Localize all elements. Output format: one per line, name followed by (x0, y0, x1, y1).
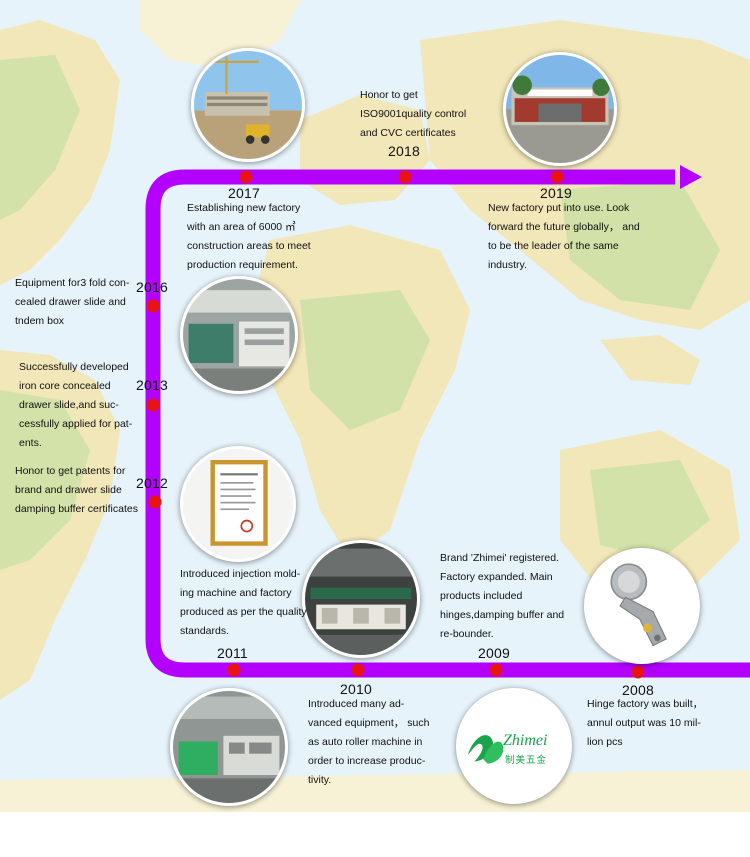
dot-2017 (239, 170, 253, 184)
desc-2010-line: order to increase produc- (308, 755, 426, 767)
desc-2017: Establishing new factory with an area of… (187, 199, 357, 275)
year-2008: 2008 (622, 682, 654, 698)
desc-2012-line: brand and drawer slide (15, 484, 122, 496)
desc-2013-line: drawer slide,and suc- (19, 399, 119, 411)
desc-2011-line: produced as per the quality (180, 606, 307, 618)
desc-2018: Honor to get ISO9001quality control and … (360, 86, 510, 143)
zhimei-logo-chinese: 制美五金 (505, 755, 548, 766)
desc-2019: New factory put into use. Look forward t… (488, 199, 688, 275)
roller-machine-photo (302, 540, 420, 658)
desc-2013-line: ents. (19, 437, 42, 449)
desc-2017-line: production requirement. (187, 259, 298, 271)
desc-2017-line: construction areas to meet (187, 240, 311, 252)
desc-2011-line: standards. (180, 625, 230, 637)
desc-2013-line: cessfully applied for pat- (19, 418, 133, 430)
desc-2019-line: industry. (488, 259, 527, 271)
year-2012: 2012 (136, 475, 168, 491)
year-2019: 2019 (540, 185, 572, 201)
desc-2011-line: Introduced injection mold- (180, 568, 301, 580)
desc-2008-line: lion pcs (587, 736, 623, 748)
dot-2016 (146, 299, 160, 313)
desc-2017-line: with an area of 6000 ㎡ (187, 221, 296, 233)
desc-2010-line: as auto roller machine in (308, 736, 423, 748)
factory-gate-photo (503, 52, 617, 166)
dot-2018 (398, 170, 412, 184)
desc-2010-line: vanced equipment， such (308, 717, 430, 729)
desc-2011: Introduced injection mold- ing machine a… (180, 565, 310, 641)
desc-2010-line: Introduced many ad- (308, 698, 405, 710)
desc-2009-line: Factory expanded. Main (440, 571, 553, 583)
zhimei-logo-badge (456, 688, 572, 804)
certificate-photo (180, 446, 296, 562)
desc-2013-line: Successfully developed (19, 361, 129, 373)
year-2016: 2016 (136, 279, 168, 295)
desc-2008-line: Hinge factory was built， (587, 698, 704, 710)
desc-2008: Hinge factory was built， annul output wa… (587, 695, 712, 752)
dot-2011 (227, 663, 241, 677)
zhimei-logo-name: Zhimei (503, 732, 548, 749)
construction-site-photo (191, 48, 305, 162)
desc-2009-line: re-bounder. (440, 628, 494, 640)
hinge-photo (584, 548, 700, 664)
desc-2012-line: damping buffer certificates (15, 503, 138, 515)
zhimei-leaf-icon (459, 691, 569, 801)
year-2018: 2018 (388, 143, 420, 159)
dot-2019 (550, 170, 564, 184)
desc-2009-line: Brand 'Zhimei' registered. (440, 552, 559, 564)
desc-2009-line: hinges,damping buffer and (440, 609, 565, 621)
desc-2008-line: annul output was 10 mil- (587, 717, 701, 729)
desc-2012: Honor to get patents for brand and drawe… (15, 462, 150, 519)
dot-2010 (351, 663, 365, 677)
desc-2019-line: New factory put into use. Look (488, 202, 630, 214)
desc-2010: Introduced many ad- vanced equipment， su… (308, 695, 443, 790)
year-2011: 2011 (217, 645, 248, 661)
production-line-photo (180, 276, 298, 394)
year-2017: 2017 (228, 185, 260, 201)
desc-2016-line: tndem box (15, 315, 65, 327)
year-2010: 2010 (340, 681, 372, 697)
desc-2013-line: iron core concealed (19, 380, 111, 392)
timeline-arrowhead (680, 165, 702, 189)
desc-2013: Successfully developed iron core conceal… (19, 358, 144, 453)
desc-2016-line: cealed drawer slide and (15, 296, 126, 308)
desc-2016: Equipment for3 fold con- cealed drawer s… (15, 274, 140, 331)
injection-molding-photo (170, 688, 288, 806)
dot-2013 (146, 398, 160, 412)
desc-2009: Brand 'Zhimei' registered. Factory expan… (440, 549, 575, 644)
dot-2009 (489, 663, 503, 677)
desc-2018-line: Honor to get (360, 89, 418, 101)
year-2009: 2009 (478, 645, 510, 661)
year-2013: 2013 (136, 377, 168, 393)
desc-2012-line: Honor to get patents for (15, 465, 126, 477)
desc-2018-line: ISO9001quality control (360, 108, 467, 120)
desc-2016-line: Equipment for3 fold con- (15, 277, 130, 289)
dot-2008 (631, 665, 645, 679)
desc-2010-line: tivity. (308, 774, 332, 786)
desc-2011-line: ing machine and factory (180, 587, 292, 599)
desc-2009-line: products included (440, 590, 523, 602)
desc-2017-line: Establishing new factory (187, 202, 301, 214)
desc-2019-line: forward the future globally， and (488, 221, 640, 233)
desc-2018-line: and CVC certificates (360, 127, 456, 139)
desc-2019-line: to be the leader of the same (488, 240, 619, 252)
dot-2012 (148, 495, 162, 509)
